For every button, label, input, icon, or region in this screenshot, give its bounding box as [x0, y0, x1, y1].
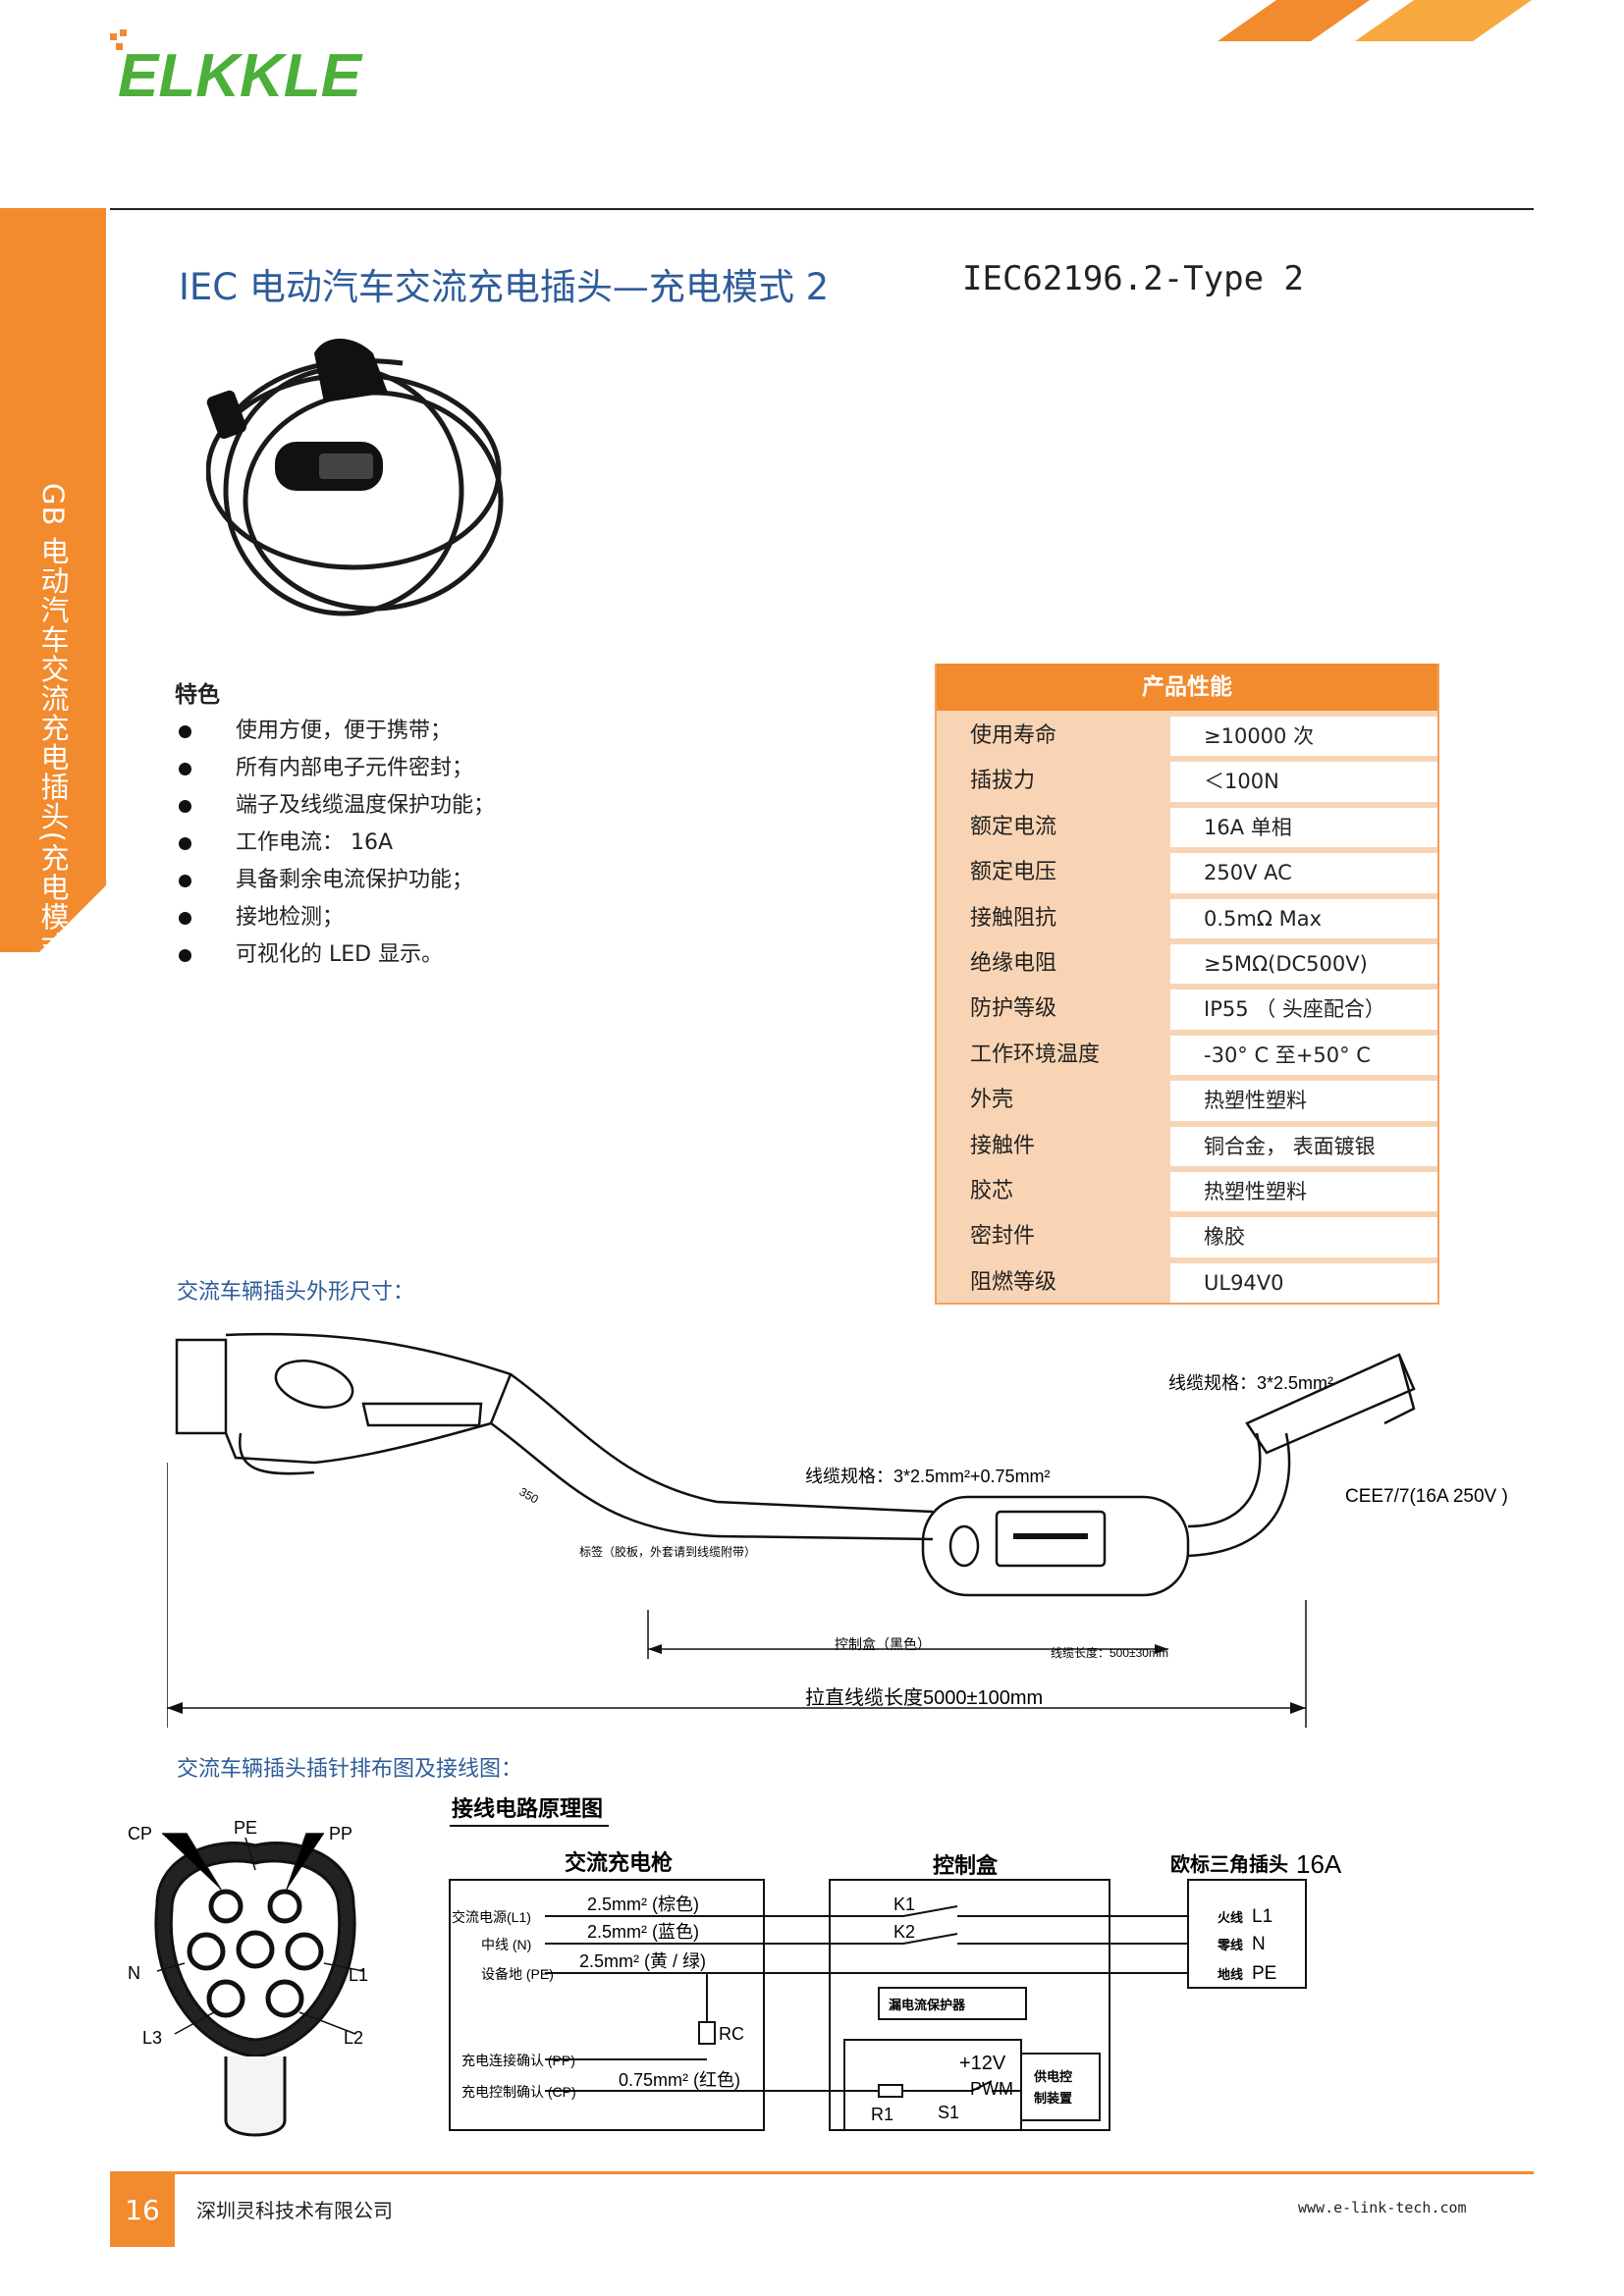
features-list: 特色 使用方便，便于携带； 所有内部电子元件密封； 端子及线缆温度保护功能； 工…: [175, 675, 685, 974]
table-row: 接触件铜合金， 表面镀银: [937, 1120, 1437, 1166]
table-row: 使用寿命≥10000 次: [937, 711, 1437, 757]
page-number: 16: [110, 2174, 175, 2247]
supply-label: 制装置: [1034, 2091, 1072, 2106]
bullet-icon: [179, 837, 191, 850]
pin-label: PP: [329, 1824, 352, 1843]
plug-line-cn: 火线: [1218, 1910, 1243, 1925]
bullet-icon: [179, 912, 191, 925]
pwm-label: PWM: [970, 2079, 1013, 2099]
wire-spec: 2.5mm² (黄 / 绿): [579, 1951, 706, 1971]
list-item: 具备剩余电流保护功能；: [175, 862, 685, 899]
plug-line-en: L1: [1252, 1906, 1272, 1927]
plug-rating: 16A: [1296, 1849, 1342, 1879]
standard-title: IEC62196.2-Type 2: [962, 259, 1304, 298]
pin-label: N: [128, 1963, 140, 1983]
features-heading: 特色: [175, 682, 220, 708]
list-item: 可视化的 LED 显示。: [175, 936, 685, 974]
label-note: 标签（胶板，外套请到线缆附带）: [579, 1544, 756, 1559]
switch-label: K2: [893, 1922, 915, 1942]
wire-label: 充电控制确认 (CP): [461, 2084, 576, 2100]
page-title: IEC 电动汽车交流充电插头—充电模式 2: [179, 266, 830, 308]
switch-label: K1: [893, 1895, 915, 1914]
company-logo: ELKKLE: [110, 29, 363, 100]
control-box-label: 控制盒（黑色）: [835, 1636, 931, 1652]
pin-layout-drawing: CP PE PP N L1 L3 L2: [128, 1818, 368, 2137]
small-dimension-label: 350: [517, 1484, 542, 1506]
bullet-icon: [179, 875, 191, 887]
wire-label: 中线 (N): [481, 1937, 531, 1952]
wire-label: 充电连接确认 (PP): [461, 2053, 575, 2068]
product-photo: [206, 339, 504, 616]
wire-spec: 0.75mm² (红色): [619, 2070, 740, 2090]
pin-label: L3: [142, 2028, 162, 2048]
dimension-drawing: 线缆规格：3*2.5mm² CEE7/7(16A 250V ) 线缆规格：3*2…: [167, 1332, 1508, 1728]
website-url[interactable]: www.e-link-tech.com: [1298, 2199, 1467, 2216]
bullet-icon: [179, 949, 191, 962]
wiring-title: 接线电路原理图: [452, 1796, 603, 1821]
table-row: 工作环境温度-30° C 至+50° C: [937, 1029, 1437, 1076]
wire-spec: 2.5mm² (棕色): [587, 1895, 699, 1914]
pinout-section-label: 交流车辆插头插针排布图及接线图：: [177, 1757, 523, 1782]
header-rule: [110, 208, 1534, 210]
logo-text: ELKKLE: [118, 42, 363, 100]
bullet-icon: [179, 763, 191, 775]
table-row: 密封件橡胶: [937, 1211, 1437, 1257]
list-item: 所有内部电子元件密封；: [175, 750, 685, 787]
list-item: 接地检测；: [175, 899, 685, 936]
table-row: 插拔力＜100N: [937, 756, 1437, 802]
pin-label: L1: [349, 1965, 368, 1985]
total-length-label: 拉直线缆长度5000±100mm: [805, 1686, 1043, 1709]
v12-label: +12V: [959, 2053, 1006, 2074]
wire-label: 设备地 (PE): [481, 1966, 554, 1982]
pin-label: CP: [128, 1824, 152, 1843]
wiring-diagram: 接线电路原理图 交流充电枪 控制盒 欧标三角插头 16A 交流电源(L1) 中线…: [449, 1796, 1342, 2131]
list-item: 工作电流： 16A: [175, 825, 685, 862]
supply-label: 供电控: [1033, 2069, 1072, 2084]
table-row: 胶芯热塑性塑料: [937, 1165, 1437, 1212]
plug-line-en: PE: [1252, 1963, 1276, 1984]
r1-label: R1: [871, 2105, 893, 2124]
list-item: 端子及线缆温度保护功能；: [175, 787, 685, 825]
company-name: 深圳灵科技术有限公司: [196, 2199, 393, 2222]
rc-label: RC: [719, 2024, 744, 2044]
side-tab: GB 电动汽车交流充电插头(充电模式 2): [0, 208, 106, 1002]
bullet-icon: [179, 725, 191, 738]
wire-label: 交流电源(L1): [452, 1909, 531, 1925]
control-box-title: 控制盒: [933, 1853, 999, 1878]
list-item: 使用方便，便于携带；: [175, 713, 685, 750]
switch-label: S1: [938, 2103, 959, 2122]
rcd-label: 漏电流保护器: [889, 1998, 966, 2012]
table-row: 外壳热塑性塑料: [937, 1075, 1437, 1121]
gun-title: 交流充电枪: [565, 1850, 673, 1875]
wire-spec: 2.5mm² (蓝色): [587, 1922, 699, 1942]
cable-plug-spec: 线缆规格：3*2.5mm²: [1168, 1373, 1333, 1393]
table-row: 绝缘电阻≥5MΩ(DC500V): [937, 937, 1437, 985]
box-length-label: 线缆长度：500±30mm: [1051, 1645, 1168, 1660]
header-stripes: [1218, 0, 1532, 41]
plug-line-cn: 零线: [1217, 1938, 1243, 1952]
footer-rule: [110, 2171, 1534, 2174]
plug-line-en: N: [1252, 1934, 1266, 1954]
pin-label: L2: [344, 2028, 363, 2048]
cable-main-spec: 线缆规格：3*2.5mm²+0.75mm²: [805, 1467, 1051, 1486]
performance-heading: 产品性能: [937, 664, 1437, 711]
plug-type-label: CEE7/7(16A 250V ): [1345, 1486, 1508, 1507]
bullet-icon: [179, 800, 191, 813]
side-tab-text: GB 电动汽车交流充电插头(充电模式 2): [36, 483, 70, 1002]
dimension-section-label: 交流车辆插头外形尺寸：: [177, 1280, 415, 1305]
plug-title: 欧标三角插头: [1170, 1852, 1288, 1876]
plug-line-cn: 地线: [1218, 1967, 1243, 1982]
pin-label: PE: [234, 1818, 257, 1838]
